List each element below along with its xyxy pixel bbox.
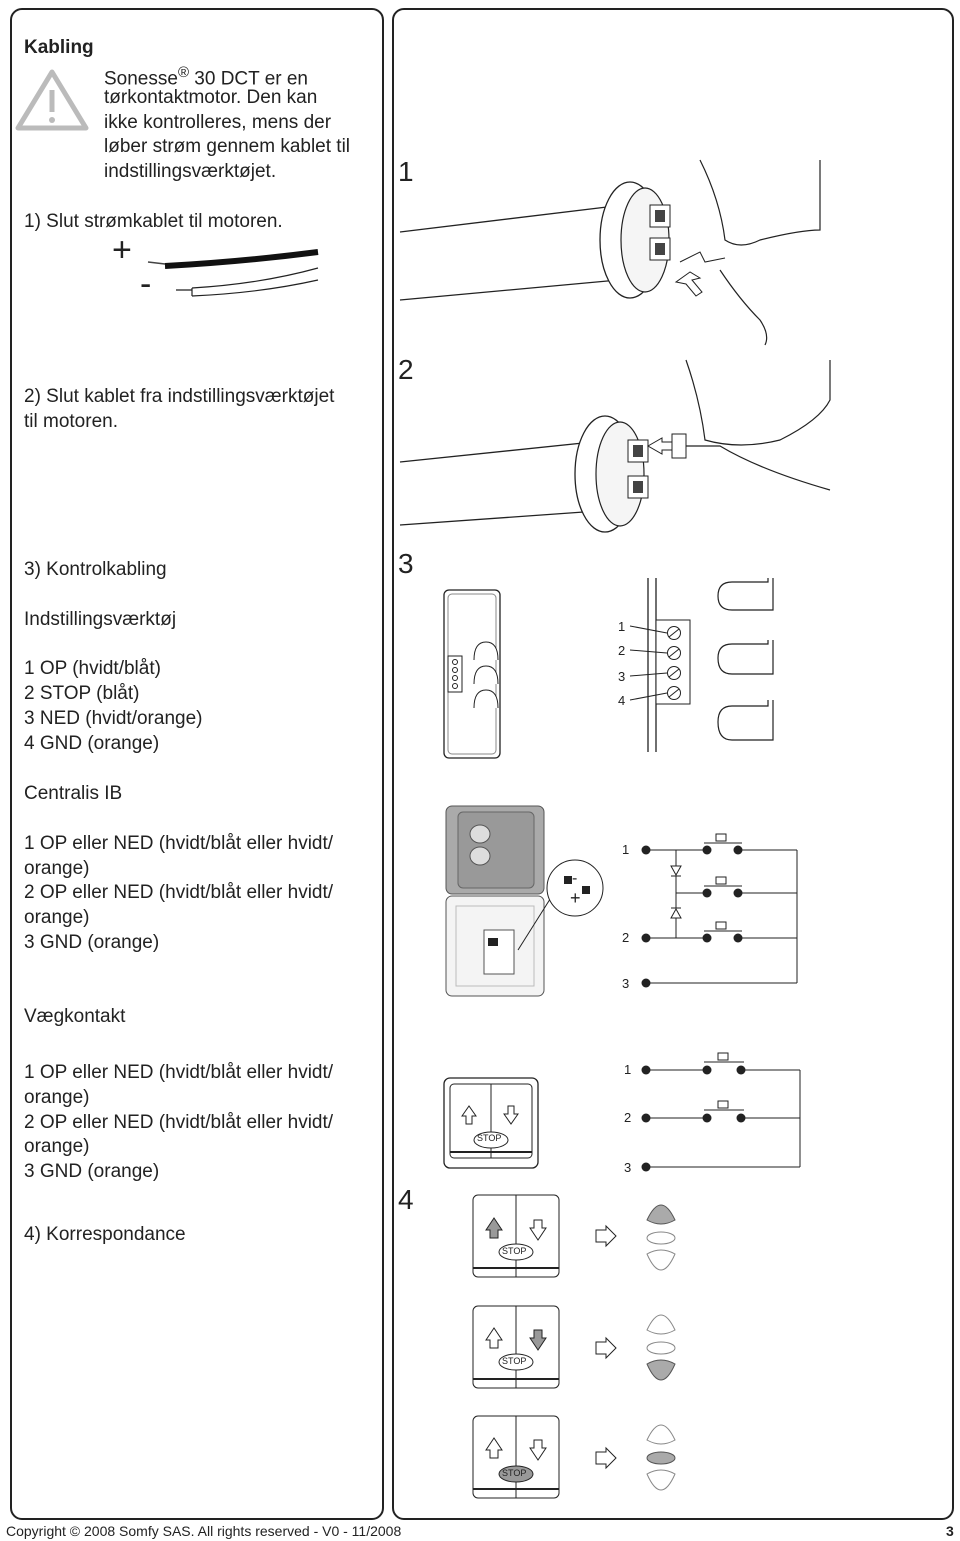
terminal-label-4: 4 (618, 693, 626, 708)
step2-line-2: til motoren. (24, 411, 118, 432)
terminal-label-1: 1 (618, 619, 626, 634)
centralis-title: Centralis IB (24, 783, 123, 804)
wall-switch-stop-label: STOP (477, 1133, 502, 1143)
centralis-label-2: 2 (622, 930, 630, 945)
wall-label-1: 1 (624, 1062, 632, 1077)
figure-1-number: 1 (398, 156, 414, 187)
warning-line-4: løber strøm gennem kablet til (104, 136, 351, 157)
centralis-line-4: orange) (24, 907, 90, 928)
warning-line-1: Sonesse® 30 DCT er en (104, 64, 308, 90)
wall-line-2: orange) (24, 1087, 90, 1108)
centralis-line-1: 1 OP eller NED (hvidt/blåt eller hvidt/ (24, 833, 334, 854)
wall-label-3: 3 (624, 1160, 632, 1175)
row1-stop-label: STOP (502, 1246, 527, 1256)
plus-sign: + (112, 231, 132, 269)
section-heading: Kabling (24, 37, 94, 58)
wall-line-4: orange) (24, 1136, 90, 1157)
centralis-plus: + (570, 888, 581, 908)
terminal-label-3: 3 (618, 669, 626, 684)
wall-line-1: 1 OP eller NED (hvidt/blåt eller hvidt/ (24, 1062, 334, 1083)
step3-text: 3) Kontrolkabling (24, 559, 167, 580)
step2-line-1: 2) Slut kablet fra indstillingsværktøjet (24, 386, 335, 407)
figure-2-number: 2 (398, 354, 414, 385)
terminal-label-2: 2 (618, 643, 626, 658)
left-panel (10, 8, 384, 1520)
warning-line-5: indstillingsværktøjet. (104, 161, 277, 182)
wall-line-3: 2 OP eller NED (hvidt/blåt eller hvidt/ (24, 1112, 334, 1133)
tool-title: Indstillingsværktøj (24, 609, 177, 630)
centralis-line-3: 2 OP eller NED (hvidt/blåt eller hvidt/ (24, 882, 334, 903)
centralis-line-2: orange) (24, 858, 90, 879)
warning-line-2: tørkontaktmotor. Den kan (104, 87, 318, 108)
centralis-label-1: 1 (622, 842, 630, 857)
centralis-label-3: 3 (622, 976, 630, 991)
step1-text: 1) Slut strømkablet til motoren. (24, 211, 283, 232)
warning-line-3: ikke kontrolleres, mens der (104, 112, 332, 133)
centralis-line-5: 3 GND (orange) (24, 932, 160, 953)
wall-label-2: 2 (624, 1110, 632, 1125)
figure-3-number: 3 (398, 548, 414, 579)
row3-stop-label: STOP (502, 1468, 527, 1478)
page-number: 3 (946, 1523, 954, 1539)
tool-line-1: 1 OP (hvidt/blåt) (24, 658, 161, 679)
wall-line-5: 3 GND (orange) (24, 1161, 160, 1182)
copyright-footer: Copyright © 2008 Somfy SAS. All rights r… (6, 1523, 402, 1539)
tool-line-2: 2 STOP (blåt) (24, 683, 140, 704)
minus-sign: - (140, 265, 152, 303)
figure-4-number: 4 (398, 1184, 414, 1215)
row2-stop-label: STOP (502, 1356, 527, 1366)
centralis-minus: - (572, 870, 578, 887)
wall-title: Vægkontakt (24, 1006, 126, 1027)
tool-line-3: 3 NED (hvidt/orange) (24, 708, 203, 729)
step4-text: 4) Korrespondance (24, 1224, 186, 1245)
tool-line-4: 4 GND (orange) (24, 733, 160, 754)
